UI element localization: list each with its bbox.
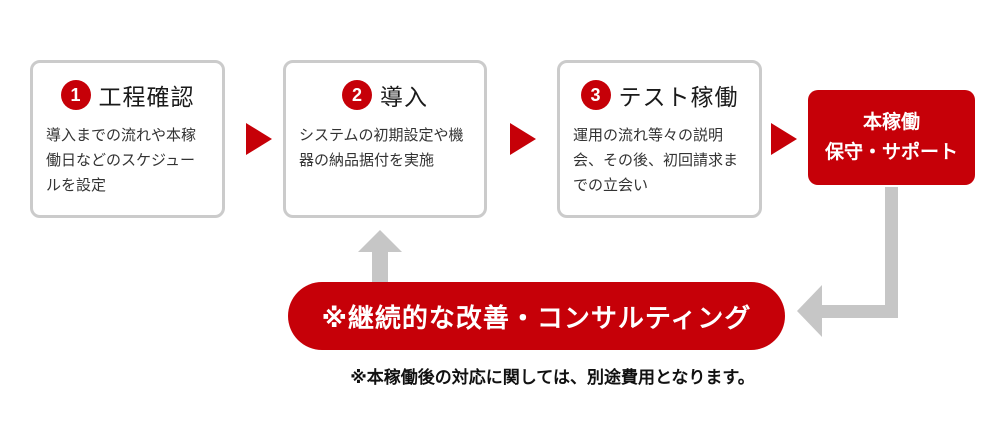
- step-3-number-badge: 3: [580, 80, 611, 110]
- step-3-description: 運用の流れ等々の説明会、その後、初回請求までの立会い: [573, 127, 739, 194]
- flow-arrow-right-icon: [771, 123, 797, 155]
- step-3-header: 3 テスト稼働: [560, 78, 759, 112]
- step-box-1: 1 工程確認 導入までの流れや本稼働日などのスケジュールを設定: [30, 60, 225, 218]
- elbow-arrow-left-icon: [797, 285, 822, 337]
- step-1-number-badge: 1: [60, 80, 91, 110]
- loop-arrow-up-shaft: [372, 250, 388, 282]
- step-2-title: 導入: [380, 84, 428, 110]
- final-stage-line2: 保守・サポート: [824, 141, 958, 163]
- final-stage-line1: 本稼働: [862, 111, 920, 133]
- final-stage-box: 本稼働 保守・サポート: [808, 90, 975, 185]
- continuous-improvement-pill: ※継続的な改善・コンサルティング: [288, 282, 785, 350]
- step-box-2: 2 導入 システムの初期設定や機器の納品据付を実施: [283, 60, 487, 218]
- footnote-text: ※本稼働後の対応に関しては、別途費用となります。: [350, 368, 755, 387]
- elbow-connector-vertical: [885, 187, 898, 318]
- step-1-header: 1 工程確認: [33, 78, 222, 112]
- step-1-title: 工程確認: [98, 84, 195, 110]
- flow-arrow-right-icon: [246, 123, 272, 155]
- step-2-description: システムの初期設定や機器の納品据付を実施: [299, 127, 464, 169]
- step-2-header: 2 導入: [286, 78, 484, 112]
- step-1-description: 導入までの流れや本稼働日などのスケジュールを設定: [46, 127, 197, 194]
- loop-arrow-up-icon: [358, 230, 402, 252]
- step-3-title: テスト稼働: [618, 84, 739, 110]
- flow-arrow-right-icon: [510, 123, 536, 155]
- step-box-3: 3 テスト稼働 運用の流れ等々の説明会、その後、初回請求までの立会い: [557, 60, 762, 218]
- step-2-number-badge: 2: [342, 80, 372, 110]
- elbow-connector-horizontal: [820, 305, 898, 318]
